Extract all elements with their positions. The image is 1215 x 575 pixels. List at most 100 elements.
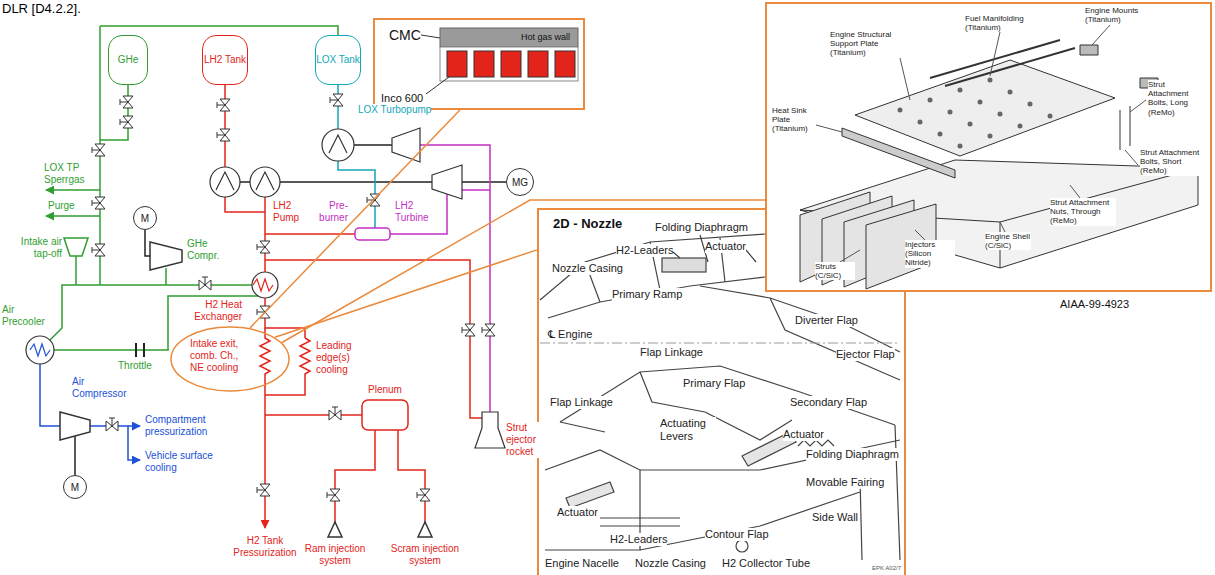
part-label: Pre-burner bbox=[306, 200, 348, 224]
motor-circle: M bbox=[63, 475, 87, 499]
part-label: Vehicle surface cooling bbox=[145, 450, 225, 474]
turbomachine-symbol bbox=[475, 412, 505, 448]
motor-circle: M bbox=[133, 206, 157, 230]
part-label: LH2 Turbine bbox=[395, 200, 437, 224]
turbine-gas-piping bbox=[355, 228, 390, 240]
valve-symbol bbox=[217, 129, 230, 141]
helium-piping bbox=[100, 26, 338, 35]
valve-symbol bbox=[330, 94, 343, 106]
part-label: Strut ejector rocket bbox=[506, 422, 548, 458]
motor-circle: MG bbox=[506, 168, 534, 196]
hydrogen-piping bbox=[265, 260, 482, 418]
part-label: Engine Mounts (Titanium) bbox=[1085, 6, 1145, 24]
air-piping bbox=[60, 412, 90, 440]
plenum-box: Plenum bbox=[352, 384, 418, 432]
cmc-wall-sketch bbox=[447, 51, 467, 77]
hydrogen-piping bbox=[328, 522, 432, 537]
part-label: Scram injection system bbox=[385, 543, 465, 567]
part-label: Engine Shell (C/SiC) bbox=[985, 232, 1031, 250]
valve-symbol bbox=[327, 489, 340, 501]
part-label: LOX TP Sperrgas bbox=[44, 162, 94, 186]
valve-symbol bbox=[92, 144, 105, 156]
engine-module-drawing bbox=[958, 88, 963, 93]
engine-module-drawing bbox=[898, 78, 1053, 149]
part-label: Primary Flap bbox=[683, 377, 745, 390]
node-text: MG bbox=[512, 177, 528, 188]
turbomachine-symbol bbox=[256, 172, 274, 190]
nozzle-drawing bbox=[548, 277, 765, 318]
helium-piping bbox=[64, 238, 88, 256]
tank-box: LOX Tank bbox=[315, 35, 361, 85]
valve-symbol bbox=[199, 277, 211, 290]
valve-symbol bbox=[120, 96, 133, 108]
part-label: Contour Flap bbox=[705, 528, 769, 541]
turbomachine-symbol bbox=[216, 172, 234, 190]
nozzle-drawing bbox=[540, 342, 900, 343]
part-label: Leading edge(s) cooling bbox=[316, 340, 366, 376]
turbomachine-symbol bbox=[210, 167, 240, 197]
oxygen-piping bbox=[337, 85, 339, 129]
engine-module-drawing bbox=[998, 112, 1003, 117]
engine-module-drawing bbox=[988, 134, 993, 139]
nozzle-drawing bbox=[705, 412, 792, 440]
air-piping bbox=[40, 364, 60, 426]
part-label: Heat Sink Plate (Titanium) bbox=[772, 106, 814, 134]
part-label: Primary Ramp bbox=[612, 288, 682, 301]
hydrogen-piping bbox=[362, 400, 408, 430]
part-label: Ram injection system bbox=[300, 543, 370, 567]
node-text: GHe bbox=[118, 54, 139, 66]
engine-module-drawing bbox=[988, 78, 993, 83]
helium-piping bbox=[75, 256, 77, 285]
part-label: Folding Diaphragm bbox=[655, 221, 748, 234]
part-label: Strut Attachment Nuts, Through (ReMo) bbox=[1050, 198, 1116, 226]
nozzle-drawing bbox=[640, 440, 900, 470]
part-label: Engine Nacelle bbox=[545, 557, 619, 570]
nozzle-drawing bbox=[736, 540, 748, 552]
engine-module-drawing bbox=[928, 98, 933, 103]
heat-exchanger-symbol bbox=[30, 344, 50, 356]
engine-module-drawing bbox=[918, 120, 923, 125]
part-label: Flap Linkage bbox=[640, 346, 703, 359]
valve-symbol bbox=[92, 94, 495, 501]
engine-module-drawing bbox=[930, 40, 1075, 86]
part-label: Actuating Levers bbox=[660, 417, 716, 443]
valve-symbol bbox=[257, 306, 270, 318]
part-label: Air Precooler bbox=[2, 304, 52, 328]
cmc-wall-sketch bbox=[555, 51, 575, 77]
engine-module-drawing bbox=[800, 25, 1198, 289]
node-text: LH2 Tank bbox=[204, 54, 246, 66]
part-label: Engine Structural Support Plate (Titaniu… bbox=[830, 30, 900, 58]
helium-piping bbox=[50, 285, 252, 340]
node-text: Plenum bbox=[352, 384, 418, 396]
engine-module-drawing bbox=[1120, 106, 1130, 150]
turbine-gas-piping bbox=[420, 145, 490, 412]
part-label: Strut Attachment Bolts, Short (ReMo) bbox=[1140, 148, 1206, 176]
valve-symbol bbox=[482, 324, 495, 336]
valve-symbol bbox=[417, 489, 430, 501]
node-text: 2D - Nozzle bbox=[553, 216, 622, 232]
nozzle-drawing bbox=[770, 298, 900, 380]
part-label: Fuel Manifolding (Titanium) bbox=[965, 14, 1029, 32]
inset-frame-edge bbox=[904, 292, 906, 575]
nozzle-drawing bbox=[600, 518, 680, 526]
turbomachine-symbol bbox=[329, 135, 347, 153]
part-label: Air Compressor bbox=[72, 376, 132, 400]
helium-piping bbox=[100, 85, 128, 140]
part-label: Nozzle Casing bbox=[552, 262, 623, 275]
heat-exchanger-symbol bbox=[26, 336, 54, 364]
turbomachine-symbol bbox=[392, 128, 420, 162]
part-label: Struts (C/SiC) bbox=[815, 262, 855, 280]
node-text: Intake exit, comb. Ch., NE cooling bbox=[190, 338, 248, 374]
valve-symbol bbox=[106, 418, 118, 431]
valve-symbol bbox=[217, 99, 230, 111]
valve-symbol bbox=[257, 241, 270, 253]
valve-symbol bbox=[257, 484, 270, 496]
tank-box: LH2 Tank bbox=[202, 35, 248, 85]
nozzle-drawing bbox=[566, 482, 614, 508]
part-label: Diverter Flap bbox=[795, 314, 858, 327]
node-text: Hot gas wall bbox=[521, 32, 570, 43]
cmc-wall-sketch bbox=[501, 51, 521, 77]
helium-piping bbox=[165, 268, 167, 285]
cooling-ellipse: Intake exit, comb. Ch., NE cooling bbox=[170, 326, 290, 392]
helium-piping bbox=[46, 189, 100, 191]
